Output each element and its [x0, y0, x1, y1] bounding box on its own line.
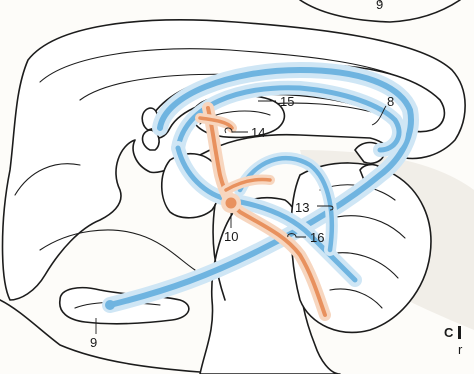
label-13: 13	[295, 200, 309, 215]
blue-terminal-dot	[105, 300, 115, 310]
figure-caption-fragment: r	[458, 342, 463, 357]
label-10: 10	[224, 229, 238, 244]
label-9: 9	[90, 335, 97, 350]
label-15: 15	[280, 94, 294, 109]
label-16: 16	[310, 230, 324, 245]
label-9-top: 9	[376, 0, 383, 12]
label-8: 8	[387, 94, 394, 109]
nucleus	[226, 198, 237, 209]
figure-caption-letter: C	[444, 325, 454, 340]
caption-bar	[458, 326, 461, 339]
label-14: 14	[251, 125, 265, 140]
